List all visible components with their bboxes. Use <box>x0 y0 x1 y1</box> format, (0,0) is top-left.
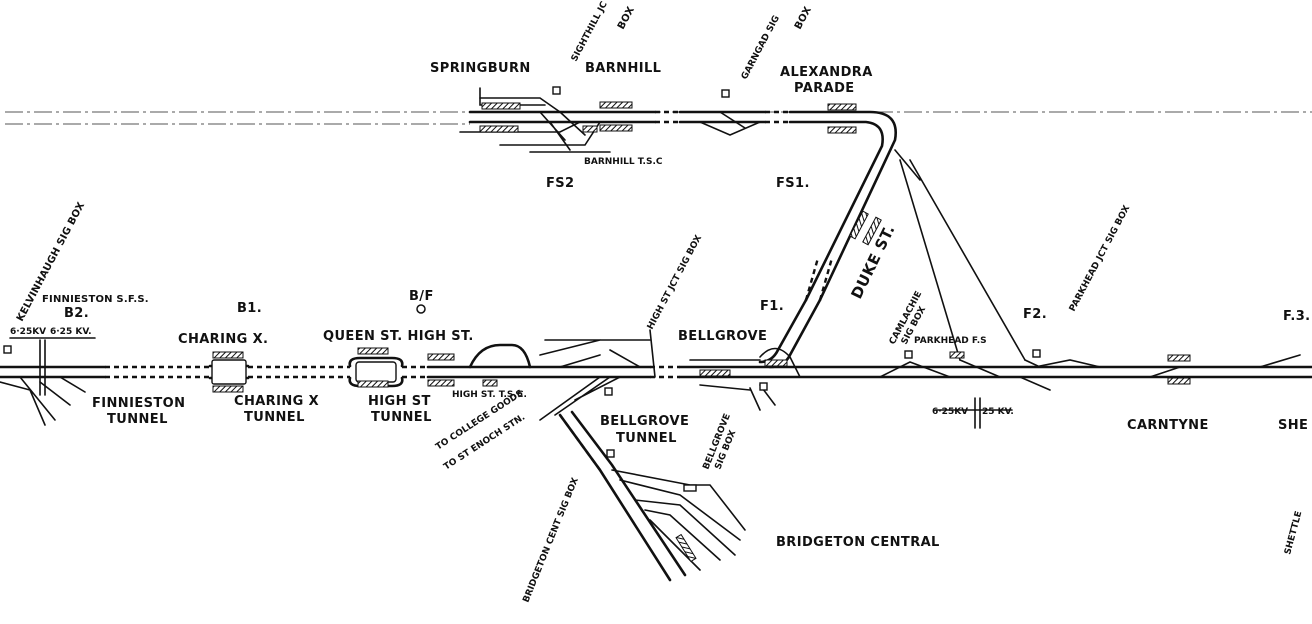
carntyne-platform-up <box>1168 355 1190 361</box>
alexandra-platform-down <box>828 127 856 133</box>
label-parkhead-fs: PARKHEAD F.S <box>914 336 987 346</box>
charing-x-tunnel-track <box>248 367 350 377</box>
label-barnhill-tsc: BARNHILL T.S.C <box>584 157 663 167</box>
label-sighthill-box: BOX <box>616 5 637 32</box>
label-finnieston-sfs: FINNIESTON S.F.S. <box>42 294 149 305</box>
high-st-loop <box>470 345 530 367</box>
siding-barnhill-low-2 <box>500 122 600 145</box>
label-finnieston-tunnel-2: TUNNEL <box>107 412 168 427</box>
label-high-st-tunnel-1: HIGH ST <box>368 394 431 409</box>
barnhill-platform-down <box>600 125 632 131</box>
label-bellgrove-tunnel-1: BELLGROVE <box>600 414 689 429</box>
label-carntyne: CARNTYNE <box>1127 418 1209 433</box>
queen-st-platform-down <box>358 381 388 387</box>
label-b1: B1. <box>237 301 262 316</box>
springburn-siding-1 <box>480 88 545 105</box>
label-queen-st-high-st: QUEEN ST. HIGH ST. <box>323 329 474 344</box>
barnhill-tsc-box <box>583 126 597 132</box>
label-25kv-camlachie: 25 KV. <box>982 407 1014 417</box>
camlachie-box-marker <box>905 351 912 358</box>
charing-x-platform-down <box>213 386 243 392</box>
label-springburn: SPRINGBURN <box>430 61 531 76</box>
label-parade: PARADE <box>794 81 855 96</box>
carntyne-platform-down <box>1168 378 1190 384</box>
track-gap-2 <box>765 112 790 122</box>
label-bridgeton-central: BRIDGETON CENTRAL <box>776 535 940 550</box>
charing-x-platform-up <box>213 352 243 358</box>
label-f2: F2. <box>1023 307 1047 322</box>
label-sighthill-jc: SIGHTHILL JC <box>570 0 610 63</box>
springburn-platform-2 <box>480 126 518 132</box>
sighthill-box-marker <box>553 87 560 94</box>
label-bellgrove: BELLGROVE <box>678 329 767 344</box>
siding-barnhill-low <box>460 122 580 132</box>
label-bridgeton-cent-sig-box: BRIDGETON CENT SIG BOX <box>522 476 581 604</box>
bridgeton-box-marker <box>607 450 614 457</box>
high-st-jct-box-marker <box>605 388 612 395</box>
label-625kv-camlachie: 6·25KV <box>932 407 968 417</box>
label-fs2: FS2 <box>546 176 575 191</box>
kelvinhaugh-box-marker <box>4 346 11 353</box>
parkhead-fs-box <box>950 352 964 358</box>
track-alexandra-curve-up <box>790 112 896 300</box>
east-crossovers <box>880 355 1300 390</box>
label-b2: B2. <box>64 306 89 321</box>
alexandra-platform-up <box>828 104 856 110</box>
bf-feeder-marker <box>417 305 425 313</box>
queen-st-platform-up <box>358 348 388 354</box>
finnieston-tunnel-track <box>105 367 210 377</box>
bridgeton-buffer <box>684 485 696 491</box>
high-st-tsc-box <box>483 380 497 386</box>
label-shettleston: SHE <box>1278 418 1308 433</box>
springburn-platform <box>482 103 520 109</box>
label-parkhead-jct-sig-box: PARKHEAD JCT SIG BOX <box>1068 204 1133 313</box>
label-625kv-right: 6·25 KV. <box>50 327 92 337</box>
label-charing-x-tunnel-1: CHARING X <box>234 394 319 409</box>
label-charing-x: CHARING X. <box>178 332 268 347</box>
label-garngad-box: BOX <box>793 5 814 32</box>
high-st-platform-down <box>428 380 454 386</box>
label-high-st-tunnel-2: TUNNEL <box>371 410 432 425</box>
label-bf: B/F <box>409 289 434 304</box>
label-f3: F.3. <box>1283 309 1311 324</box>
parkhead-branch-join <box>960 360 1040 377</box>
bellgrove-box-marker <box>760 383 767 390</box>
kv-section-break-right <box>975 398 980 428</box>
high-st-tunnel-track <box>402 367 428 377</box>
label-finnieston-tunnel-1: FINNIESTON <box>92 396 185 411</box>
garngad-box-marker <box>722 90 729 97</box>
label-625kv-left: 6·25KV <box>10 327 46 337</box>
label-fs1: FS1. <box>776 176 810 191</box>
bellgrove-platform <box>700 370 730 376</box>
label-shettleston-sig: SHETTLE <box>1283 510 1304 556</box>
high-st-jct-sidings <box>540 340 650 367</box>
charing-x-platform <box>212 360 246 384</box>
parkhead-jct-box-marker <box>1033 350 1040 357</box>
label-alexandra: ALEXANDRA <box>780 65 873 80</box>
high-st-jct-connector <box>650 330 655 377</box>
label-barnhill: BARNHILL <box>585 61 661 76</box>
kelvinhaugh-sidings <box>0 377 85 425</box>
label-bellgrove-tunnel-2: TUNNEL <box>616 431 677 446</box>
bellgrove-platform-2 <box>765 360 787 366</box>
track-gap-1 <box>655 112 680 122</box>
garngad-crossovers <box>700 112 760 135</box>
barnhill-platform-up <box>600 102 632 108</box>
track-high-st <box>428 367 650 377</box>
high-st-tunnel-platform <box>356 362 396 382</box>
high-st-platform-up <box>428 354 454 360</box>
label-f1: F1. <box>760 299 784 314</box>
label-charing-x-tunnel-2: TUNNEL <box>244 410 305 425</box>
label-high-st-jct-sig-box: HIGH ST JCT SIG BOX <box>646 234 704 332</box>
label-garngad-sig: GARNGAD SIG <box>740 14 782 81</box>
